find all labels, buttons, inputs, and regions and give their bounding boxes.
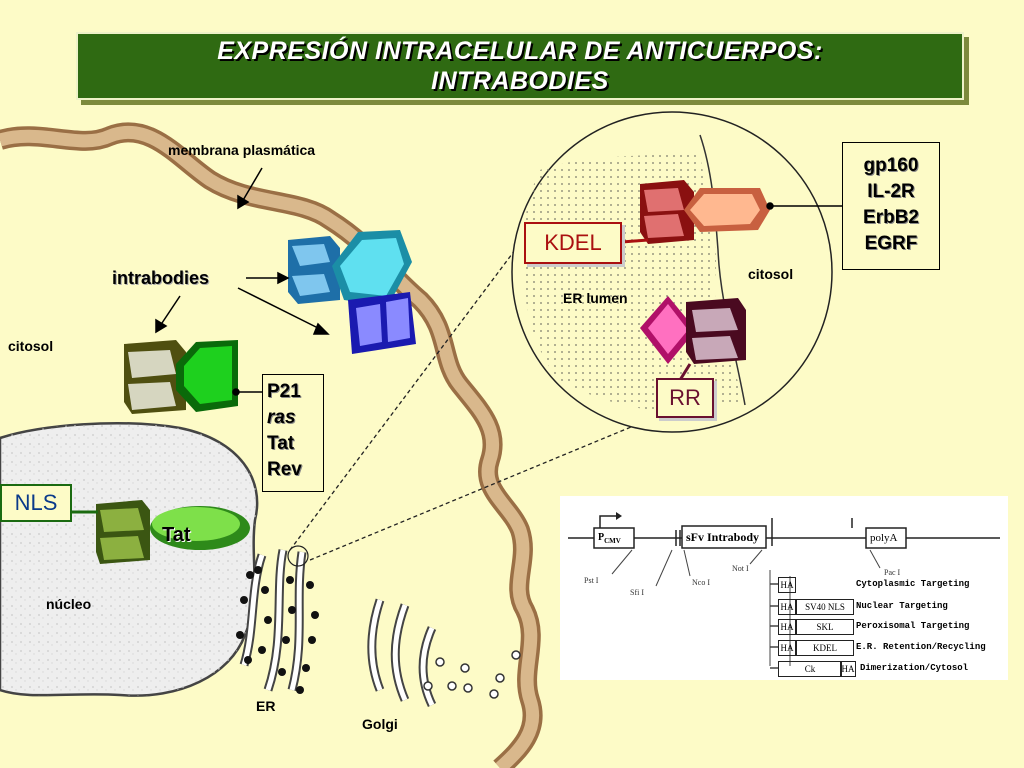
- target-item: IL-2R: [867, 181, 915, 202]
- site-label: Sfi I: [630, 588, 644, 597]
- title-line-1: EXPRESIÓN INTRACELULAR DE ANTICUERPOS:: [217, 37, 823, 65]
- target-connectors: [232, 202, 842, 396]
- title-banner: EXPRESIÓN INTRACELULAR DE ANTICUERPOS: I…: [76, 32, 964, 100]
- endoplasmic-reticulum: [236, 545, 319, 694]
- rr-intrabody-complex: [640, 296, 746, 381]
- ha-tag: HA: [778, 640, 796, 656]
- ck-segment: Ck: [778, 661, 842, 677]
- target-item: Tat: [267, 433, 295, 454]
- target-item: ErbB2: [863, 207, 919, 228]
- zoom-line-lower: [309, 414, 661, 561]
- plasma-membrane: [0, 122, 543, 768]
- site-label: Pst I: [584, 576, 599, 585]
- intrabodies-label: intrabodies: [112, 268, 210, 288]
- target-item: ras: [267, 407, 296, 428]
- kdel-tag: KDEL: [524, 222, 622, 264]
- kdel-intrabody-complex: [621, 180, 770, 244]
- nls-tag: NLS: [0, 484, 72, 522]
- skl-segment: SKL: [796, 619, 854, 635]
- er-lumen-label: ER lumen: [563, 290, 628, 306]
- site-label: Pac I: [884, 568, 901, 577]
- polya-label: polyA: [870, 532, 898, 544]
- scfv-label: sFv Intrabody: [686, 530, 760, 544]
- construct-figure: PCMV sFv Intrabody polyA Pst I Sfi I Nco…: [560, 496, 1008, 680]
- cytosol-intrabody-complex: [124, 340, 238, 414]
- target-item: Rev: [267, 459, 302, 480]
- er-label: ER: [256, 698, 276, 714]
- site-label: Not I: [732, 564, 749, 573]
- targeting-label: Dimerization/Cytosol: [860, 663, 969, 673]
- site-label: Nco I: [692, 578, 710, 587]
- targeting-label: E.R. Retention/Recycling: [856, 642, 986, 652]
- target-item: gp160: [863, 155, 919, 176]
- kdel-segment: KDEL: [796, 640, 854, 656]
- nls-segment: SV40 NLS: [796, 599, 854, 615]
- target-item: EGRF: [864, 233, 918, 254]
- membrane-label: membrana plasmática: [168, 142, 316, 158]
- ha-tag: HA: [778, 619, 796, 635]
- membrane-intrabody-complex: [288, 230, 416, 354]
- cytosol-label-right: citosol: [748, 266, 794, 282]
- title-line-2: INTRABODIES: [431, 67, 609, 95]
- promoter-label: PCMV: [598, 532, 621, 545]
- ha-tag: HA: [840, 661, 856, 677]
- membrane-target-list: gp160 IL-2R ErbB2 EGRF: [842, 142, 940, 270]
- golgi-apparatus: [367, 598, 521, 707]
- ha-tag: HA: [778, 599, 796, 615]
- target-item: P21: [267, 381, 301, 402]
- rr-tag: RR: [656, 378, 714, 418]
- arrows: [155, 167, 330, 335]
- targeting-label: Nuclear Targeting: [856, 601, 948, 611]
- nucleus-label: núcleo: [46, 596, 92, 612]
- tat-label: Tat: [162, 524, 191, 546]
- ha-tag: HA: [778, 577, 796, 593]
- nuclear-intrabody-complex: [72, 500, 250, 564]
- golgi-label: Golgi: [362, 716, 398, 732]
- zoom-line-upper: [289, 229, 531, 551]
- cytosol-target-list: P21 ras Tat Rev: [262, 374, 324, 492]
- targeting-label: Peroxisomal Targeting: [856, 621, 970, 631]
- targeting-label: Cytoplasmic Targeting: [856, 579, 970, 589]
- construct-lines: [568, 512, 1000, 669]
- cytosol-label-left: citosol: [8, 338, 54, 354]
